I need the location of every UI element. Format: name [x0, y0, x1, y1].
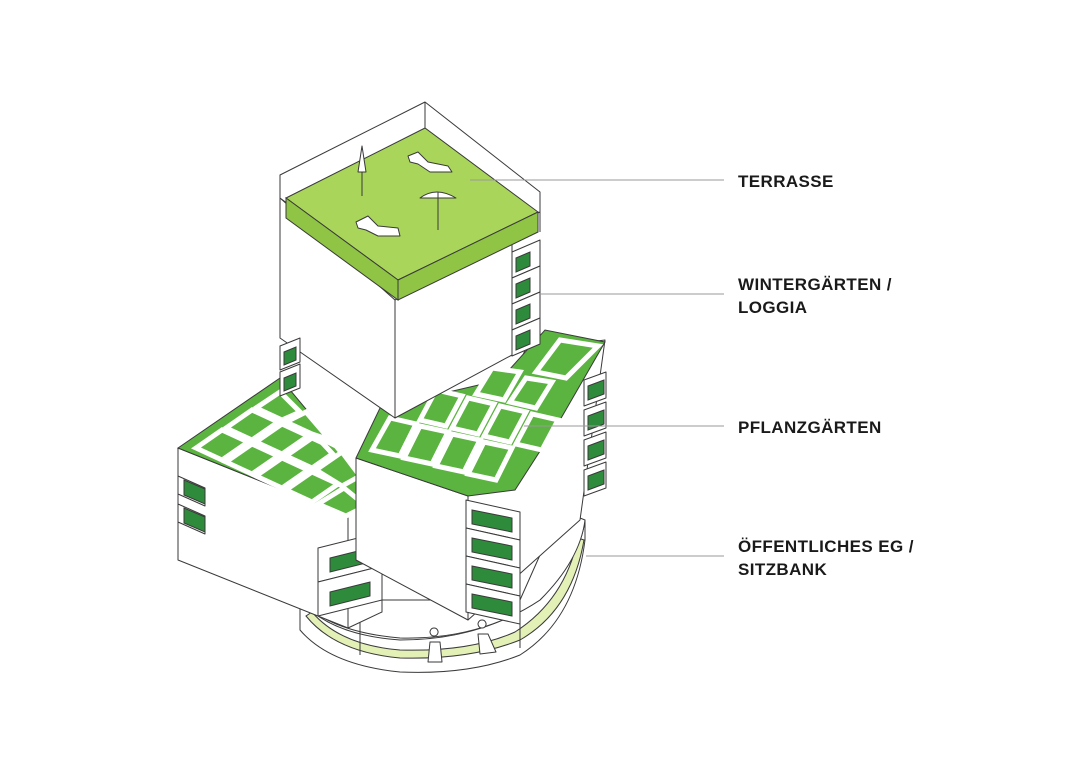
sun-lounger-icon	[407, 151, 453, 173]
person-figure-icon	[477, 619, 497, 655]
right-wing	[355, 329, 607, 625]
callout-labels: TERRASSE WINTERGÄRTEN / LOGGIA PFLANZGÄR…	[738, 172, 914, 579]
right-wing-planting-tiles	[368, 337, 604, 483]
parasol-icon	[357, 145, 367, 196]
bench-ring	[305, 537, 585, 659]
person-figure-icon	[427, 627, 443, 663]
label-oeffentliches-line1: ÖFFENTLICHES EG /	[738, 537, 914, 556]
tower	[279, 101, 541, 419]
left-wing-planting-tiles	[190, 388, 371, 519]
label-pflanzgaerten: PFLANZGÄRTEN	[738, 418, 882, 437]
label-oeffentliches-line2: SITZBANK	[738, 560, 827, 579]
sun-lounger-icon	[355, 215, 401, 237]
label-wintergaerten-line1: WINTERGÄRTEN /	[738, 275, 892, 294]
parasol-icon	[419, 191, 457, 230]
left-wing	[176, 377, 383, 629]
label-terrasse: TERRASSE	[738, 172, 834, 191]
leader-lines	[470, 179, 724, 557]
people-figures	[427, 619, 497, 663]
label-wintergaerten-line2: LOGGIA	[738, 298, 807, 317]
